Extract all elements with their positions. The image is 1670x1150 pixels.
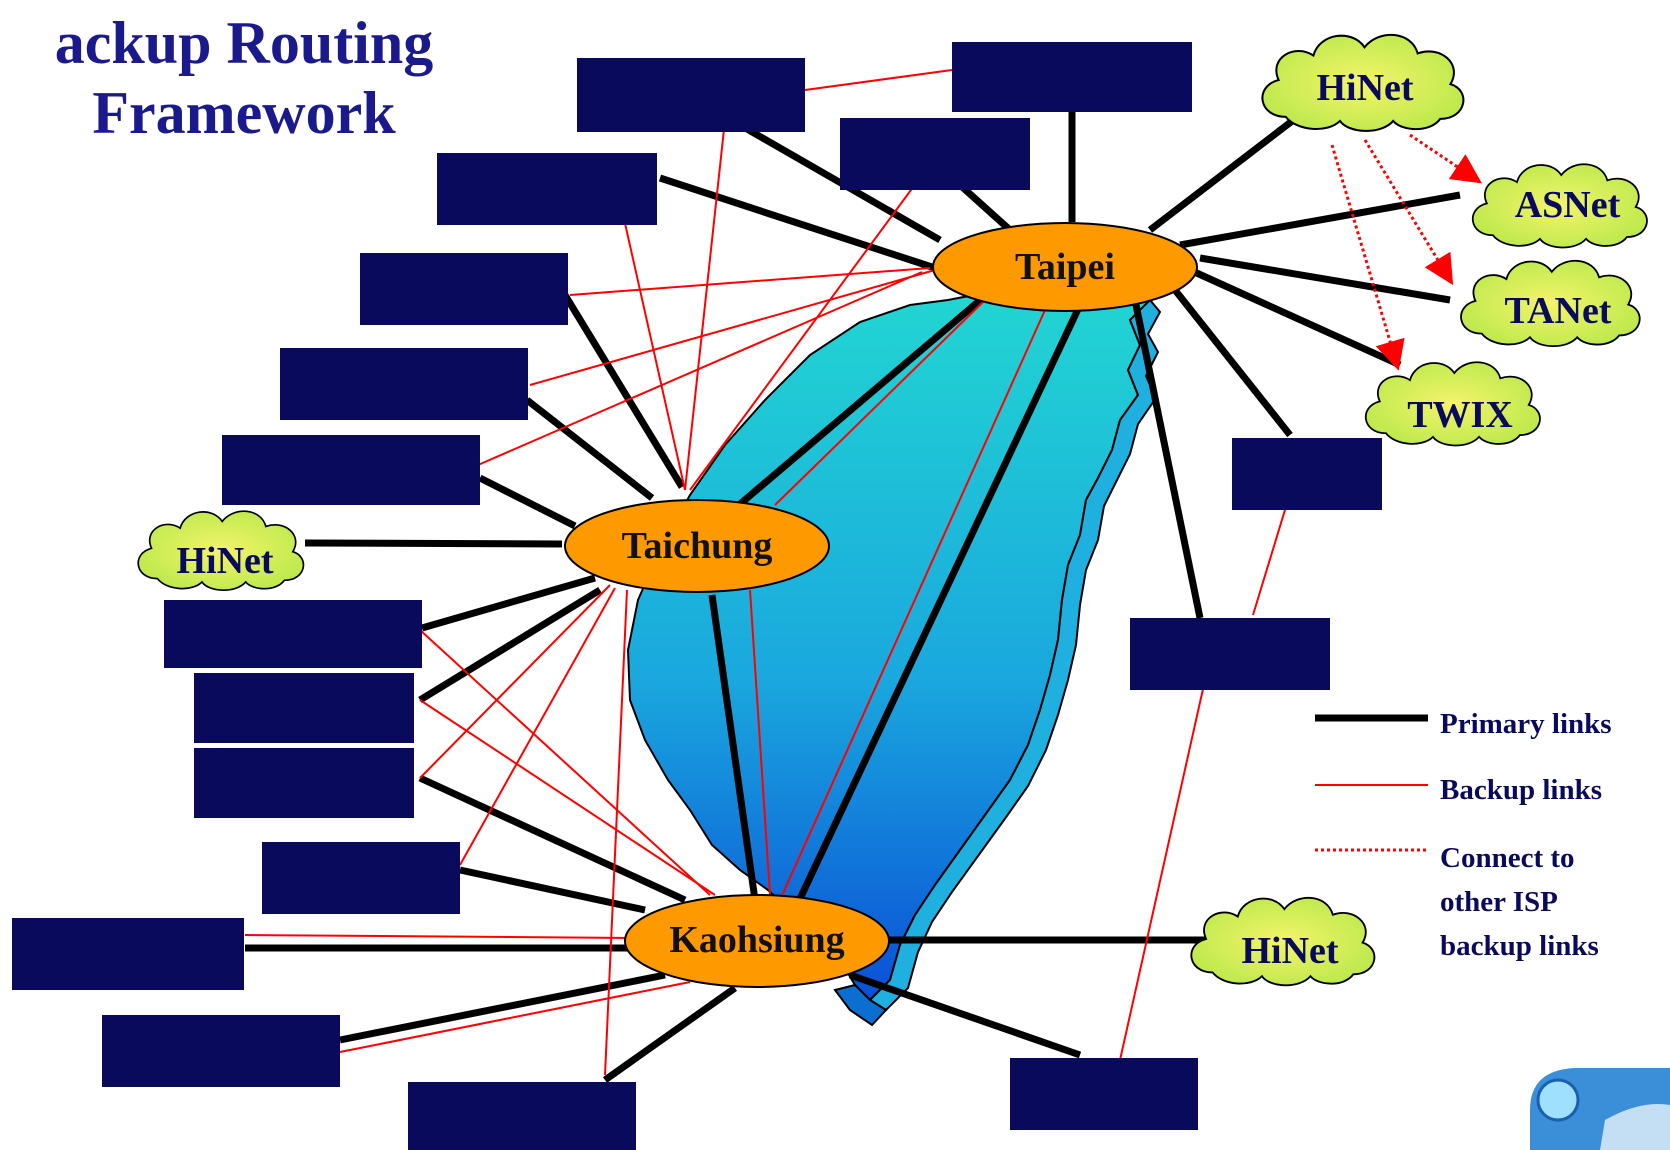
site-yunlin: Yunlin <box>194 673 414 743</box>
site-chiayi: Chiayi <box>194 748 414 818</box>
hub-taichung: Taichung <box>621 525 773 567</box>
legend-isp-line-1: Connect to <box>1440 842 1575 874</box>
site-hsinchu: Hsinchu <box>437 153 657 225</box>
site-taitung: Taitung <box>1010 1058 1198 1130</box>
hub-kaohsiung-shape <box>624 894 890 988</box>
site-hualien: Hualien <box>1130 618 1330 690</box>
site-miaoli: Miaoli <box>360 253 568 325</box>
site-taoyuan: Taoyuan <box>577 58 805 132</box>
primary-links <box>245 110 1461 1083</box>
site-pingtung: Pingtung <box>408 1082 636 1150</box>
legend-isp-line-2: other ISP <box>1440 886 1558 918</box>
isp-backup-links <box>1330 133 1482 371</box>
legend-primary-label: Primary links <box>1440 708 1612 740</box>
site-changhua: Changhua <box>164 600 422 668</box>
site-nantou: Nantou <box>280 348 528 420</box>
hub-kaohsiung: Kaohsiung <box>669 919 845 961</box>
taiwan-island-shape <box>626 282 1162 1027</box>
site-kinmen: Kinmen <box>102 1015 340 1087</box>
site-ilan: Ilan <box>1232 438 1382 510</box>
legend-isp-line-3: backup links <box>1440 930 1599 962</box>
site-wenxin: Wenxin <box>222 435 480 505</box>
hub-taipei: Taipei <box>1015 246 1115 288</box>
title-line-1: ackup Routing <box>54 10 434 76</box>
legend-isp-label: Connect to other ISP backup links <box>1440 836 1599 968</box>
site-tainan: Tainan <box>262 842 460 914</box>
hub-taipei-shape <box>932 222 1198 312</box>
cloud-asnet: ASNet <box>1514 184 1621 226</box>
diagram-title: ackup Routing Framework <box>0 8 494 148</box>
cloud-hinet-top: HiNet <box>1316 67 1414 109</box>
cloud-twix: TWIX <box>1407 394 1513 436</box>
site-kuokuang: Kuokuang <box>952 42 1192 112</box>
site-penghu: Penghu <box>12 918 244 990</box>
cloud-hinet-left: HiNet <box>176 540 274 582</box>
backup-links <box>244 69 1289 1076</box>
logo-icon <box>1530 1068 1670 1150</box>
hub-taichung-shape <box>564 499 830 593</box>
site-east4: East 4 <box>840 118 1030 190</box>
title-line-2: Framework <box>92 80 396 146</box>
cloud-hinet-bottom: HiNet <box>1241 930 1339 972</box>
cloud-tanet: TANet <box>1504 290 1612 332</box>
legend-backup-label: Backup links <box>1440 774 1603 806</box>
